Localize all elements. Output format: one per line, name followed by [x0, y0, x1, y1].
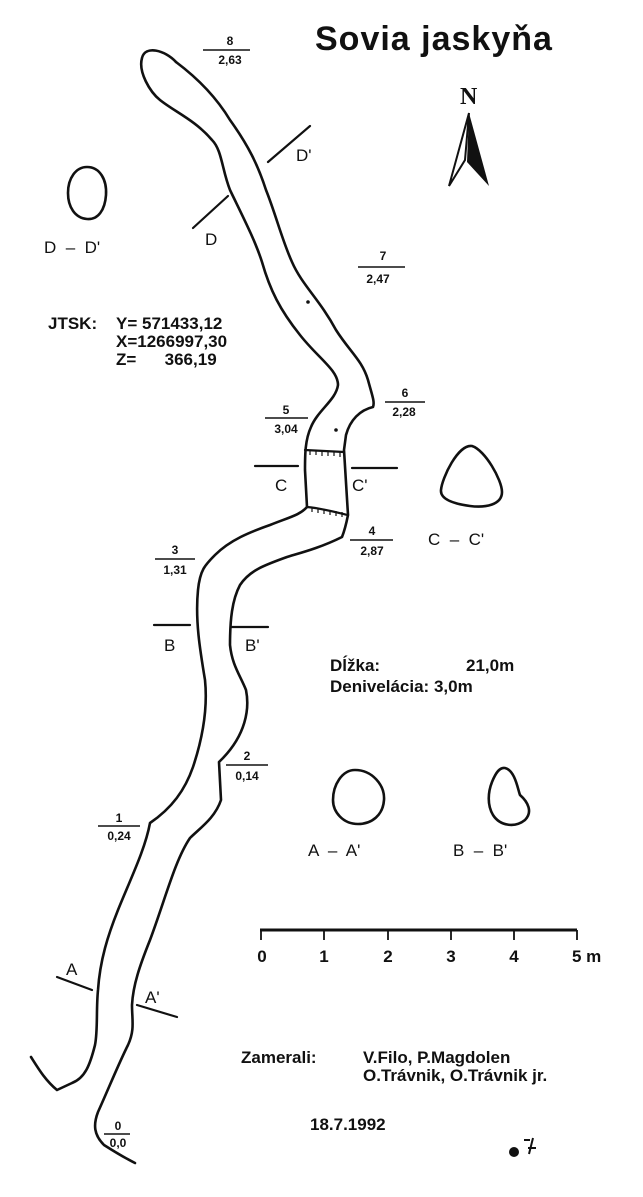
author-mark-icon [509, 1137, 536, 1157]
svg-text:2,87: 2,87 [360, 544, 384, 558]
svg-text:0: 0 [115, 1119, 122, 1133]
section-mark-c: C [275, 476, 287, 495]
svg-text:6: 6 [402, 386, 409, 400]
scale-tick-4: 4 [509, 947, 519, 966]
surveyors-label: Zamerali: [241, 1048, 317, 1067]
cave-wall-right [93, 60, 375, 1165]
svg-text:0,14: 0,14 [235, 769, 259, 783]
svg-text:A – A': A – A' [308, 841, 360, 860]
north-arrow-icon: N [448, 84, 489, 187]
svg-text:C – C': C – C' [428, 530, 484, 549]
cross-section-d: D – D' [44, 165, 108, 257]
cross-section-b: B – B' [453, 766, 531, 860]
section-mark-b: B [164, 636, 175, 655]
step-line-upper [303, 448, 346, 454]
svg-text:5: 5 [283, 403, 290, 417]
svg-text:X=1266997,30: X=1266997,30 [116, 332, 227, 351]
section-mark-b-prime: B' [245, 636, 260, 655]
depth-label: Denivelácia: 3,0m [330, 677, 473, 696]
svg-text:1,31: 1,31 [163, 563, 187, 577]
survey-stations: 8 2,63 7 2,47 6 2,28 5 3,04 4 2,87 3 1,3… [98, 34, 425, 1150]
length-label: Dĺžka: [330, 655, 380, 675]
svg-text:8: 8 [227, 34, 234, 48]
station-4: 4 2,87 [350, 524, 393, 558]
step-line-lower [305, 505, 350, 517]
svg-text:1: 1 [116, 811, 123, 825]
svg-text:D – D': D – D' [44, 238, 100, 257]
svg-text:7: 7 [380, 249, 387, 263]
cave-wall-left [29, 49, 340, 1092]
cross-section-c: C – C' [428, 444, 504, 549]
scale-tick-5: 5 m [572, 947, 601, 966]
section-mark-d-prime: D' [296, 146, 312, 165]
station-6: 6 2,28 [385, 386, 425, 419]
station-0: 0 0,0 [104, 1119, 130, 1150]
station-1: 1 0,24 [98, 811, 140, 843]
jtsk-coordinates: JTSK: Y= 571433,12 X=1266997,30 Z= 366,1… [48, 314, 227, 369]
svg-text:Z= 366,19: Z= 366,19 [116, 350, 217, 369]
north-label: N [460, 84, 478, 110]
section-mark-a: A [66, 960, 78, 979]
station-3: 3 1,31 [155, 543, 195, 577]
cave-passage [29, 49, 375, 1165]
section-mark-a-prime: A' [145, 988, 160, 1007]
scale-tick-1: 1 [319, 947, 328, 966]
section-lines [55, 124, 399, 1019]
map-title: Sovia jaskyňa [315, 20, 553, 58]
svg-text:3,04: 3,04 [274, 422, 298, 436]
svg-text:2,63: 2,63 [218, 53, 242, 67]
scale-tick-3: 3 [446, 947, 455, 966]
section-mark-d: D [205, 230, 217, 249]
cross-section-a: A – A' [308, 768, 386, 860]
survey-credits: Zamerali: V.Filo, P.Magdolen O.Trávnik, … [241, 1048, 547, 1085]
station-5: 5 3,04 [265, 403, 308, 436]
svg-text:Y= 571433,12: Y= 571433,12 [116, 314, 222, 333]
surveyors-line-1: V.Filo, P.Magdolen [363, 1048, 510, 1067]
scale-tick-2: 2 [383, 947, 392, 966]
svg-text:B – B': B – B' [453, 841, 507, 860]
station-2: 2 0,14 [226, 749, 268, 783]
station-7: 7 2,47 [358, 249, 405, 286]
scale-tick-0: 0 [257, 947, 266, 966]
svg-text:0,0: 0,0 [110, 1136, 127, 1150]
scale-bar: 0 1 2 3 4 5 m [257, 928, 601, 966]
surveyors-line-2: O.Trávnik, O.Trávnik jr. [363, 1066, 547, 1085]
station-8: 8 2,63 [203, 34, 250, 67]
cave-stats: Dĺžka: 21,0m Denivelácia: 3,0m [330, 655, 514, 696]
section-mark-c-prime: C' [352, 476, 368, 495]
svg-text:JTSK:: JTSK: [48, 314, 97, 333]
svg-text:3: 3 [172, 543, 179, 557]
svg-text:4: 4 [369, 524, 376, 538]
svg-text:0,24: 0,24 [107, 829, 131, 843]
survey-date: 18.7.1992 [310, 1115, 386, 1134]
svg-text:2,28: 2,28 [392, 405, 416, 419]
svg-text:2: 2 [244, 749, 251, 763]
svg-text:2,47: 2,47 [366, 272, 390, 286]
length-value: 21,0m [466, 656, 514, 675]
